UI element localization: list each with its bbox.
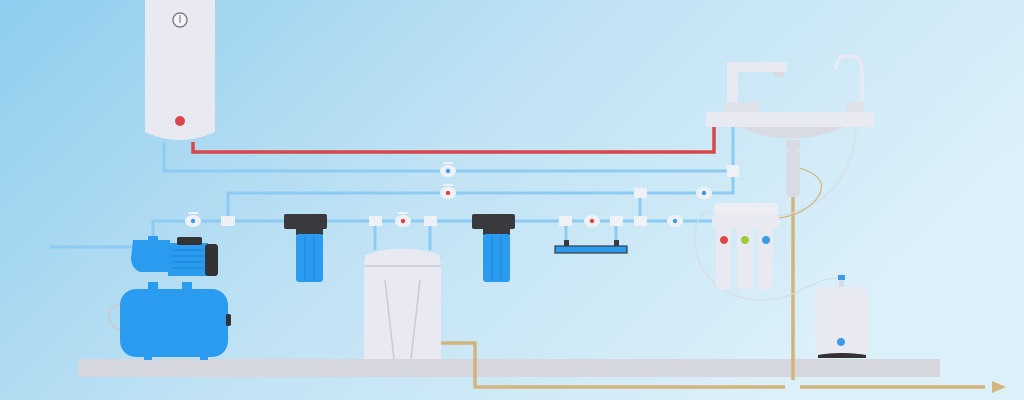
storage-tank [815, 275, 868, 358]
valve-red [395, 212, 411, 227]
heater-indicator-light [175, 116, 185, 126]
valve-blue [185, 212, 201, 227]
pressure-tank [120, 289, 228, 357]
valve-red [584, 215, 600, 227]
hot-water-pipe [191, 127, 716, 154]
floor [78, 359, 940, 377]
ro-tubing [694, 109, 857, 301]
water-heater [145, 0, 215, 140]
pump-motor [168, 243, 208, 276]
uv-sterilizer [554, 240, 628, 254]
drinking-water-tap [834, 54, 864, 110]
pump-station [107, 236, 231, 360]
fittings [221, 165, 739, 226]
carbon-filter [472, 214, 515, 282]
reverse-osmosis-filter [712, 203, 780, 290]
valves [185, 162, 712, 227]
faucet [727, 62, 787, 104]
pump-body [131, 240, 170, 272]
drain-line [441, 197, 985, 389]
water-softener [364, 248, 441, 360]
valve-blue [440, 162, 456, 177]
sink [706, 54, 874, 197]
drain-arrow-icon [992, 381, 1006, 393]
valve-blue [696, 187, 712, 199]
sediment-filter [284, 214, 327, 282]
valve-red [440, 184, 456, 199]
valve-blue [667, 215, 683, 227]
